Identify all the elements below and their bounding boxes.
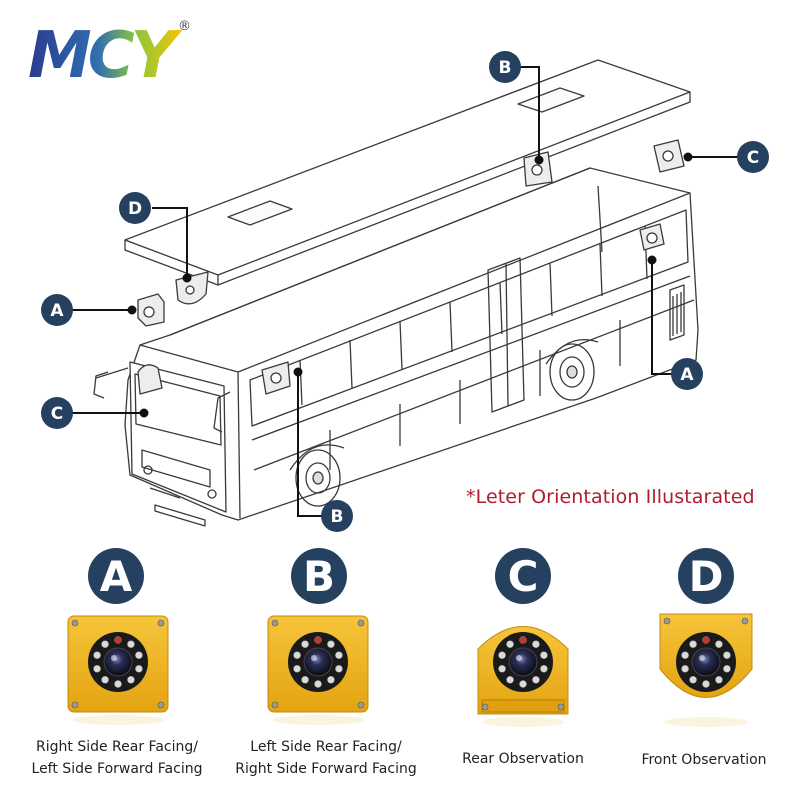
camera-d-photo [659,613,753,727]
camera-a-badge: A [88,548,144,604]
callout-b-bottom-letter: B [331,507,344,527]
camera-c-photo [477,626,569,727]
callout-leader-lines [72,66,738,517]
callout-badges: A D B C C A B [41,51,769,532]
camera-b-label-line1: Left Side Rear Facing/ [250,739,402,755]
registered-mark: ® [178,19,191,34]
callout-c-right: C [737,141,769,173]
callout-b-top-letter: B [499,58,512,78]
camera-c-label: Rear Observation [452,748,594,770]
callout-b-bottom: B [321,500,353,532]
camera-c-label-line1: Rear Observation [462,751,584,767]
camera-b-letter: B [303,552,335,601]
callout-d-top-letter: D [128,199,142,219]
camera-a-label: Right Side Rear Facing/ Left Side Forwar… [22,736,212,780]
camera-photos [67,613,753,727]
bus-camera-icons [137,139,685,395]
callout-c-left: C [41,397,73,429]
camera-a-photo [67,615,169,725]
callout-d-top: D [119,192,151,224]
callout-a-right: A [671,358,703,390]
orientation-note: *Leter Orientation Illustarated [466,486,755,508]
camera-b-photo [267,615,369,725]
camera-b-label: Left Side Rear Facing/ Right Side Forwar… [228,736,424,780]
callout-c-left-letter: C [51,404,63,424]
callout-a-left-letter: A [50,301,64,321]
bus-illustration [93,59,699,527]
camera-b-badge: B [291,548,347,604]
camera-c-letter: C [508,552,539,601]
camera-c-badge: C [495,548,551,604]
camera-d-label: Front Observation [630,749,778,771]
camera-b-label-line2: Right Side Forward Facing [235,761,417,777]
camera-type-badges: A B C D [88,548,734,604]
logo-text: MCY [28,19,183,93]
brand-logo: MCY ® [28,19,191,93]
camera-d-letter: D [689,552,724,601]
callout-b-top: B [489,51,521,83]
camera-a-letter: A [100,552,133,601]
bus-body [93,167,699,527]
callout-a-left: A [41,294,73,326]
bus-roof-panel [124,59,691,286]
camera-d-label-line1: Front Observation [641,752,767,768]
camera-a-label-line2: Left Side Forward Facing [31,761,203,777]
camera-a-label-line1: Right Side Rear Facing/ [36,739,198,755]
camera-d-badge: D [678,548,734,604]
callout-a-right-letter: A [680,365,694,385]
callout-c-right-letter: C [747,148,759,168]
